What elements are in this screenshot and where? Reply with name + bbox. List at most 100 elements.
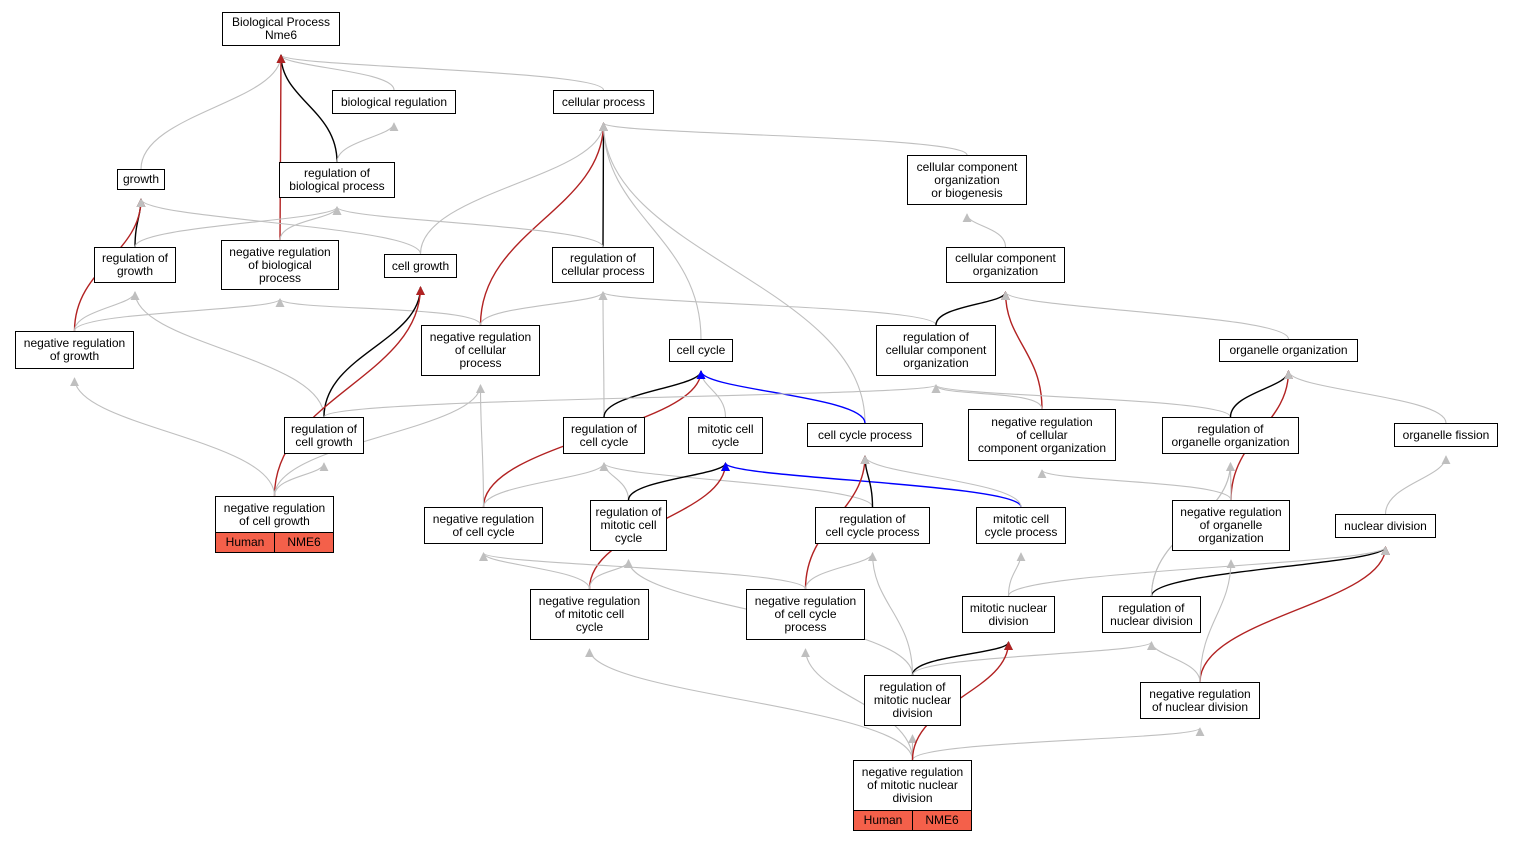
- go-term-regulation-of-nuclear-division[interactable]: regulation of nuclear division: [1102, 596, 1201, 633]
- edge-is_a: [801, 648, 914, 761]
- go-term-negative-regulation-of-mitotic-nuclear-division[interactable]: negative regulation of mitotic nuclear d…: [853, 760, 972, 811]
- go-term-negative-regulation-of-organelle-organization[interactable]: negative regulation of organelle organiz…: [1172, 500, 1290, 551]
- go-term-regulation-of-cellular-component-org[interactable]: regulation of cellular component organiz…: [876, 325, 996, 376]
- edge-negatively_regulates: [1199, 546, 1390, 683]
- edge-is_a: [868, 552, 914, 676]
- edge-is_a: [1384, 455, 1451, 515]
- edge-is_a: [276, 54, 395, 91]
- edge-is_a: [332, 206, 604, 248]
- go-term-regulation-of-mitotic-nuclear-division[interactable]: regulation of mitotic nuclear division: [864, 675, 961, 726]
- go-term-cell-cycle-process[interactable]: cell cycle process: [807, 423, 923, 447]
- go-term-negative-regulation-of-nuclear-division[interactable]: negative regulation of nuclear division: [1140, 682, 1260, 719]
- edge-is_a: [804, 552, 877, 590]
- go-term-negative-regulation-of-growth[interactable]: negative regulation of growth: [15, 331, 134, 369]
- edge-is_a: [73, 298, 285, 332]
- species-cell[interactable]: Human: [215, 532, 275, 553]
- edge-negatively_regulates: [479, 122, 608, 326]
- go-term-regulation-of-cell-growth[interactable]: regulation of cell growth: [284, 417, 364, 454]
- edge-is_a: [599, 462, 874, 508]
- edge-is_a: [479, 291, 608, 326]
- go-term-regulation-of-biological-process[interactable]: regulation of biological process: [279, 162, 395, 198]
- go-term-negative-regulation-of-cell-cycle-process[interactable]: negative regulation of cell cycle proces…: [746, 589, 865, 640]
- edge-part_of: [935, 291, 1010, 326]
- edge-is_a: [1007, 552, 1026, 597]
- edge-is_a: [931, 384, 1043, 410]
- edge-is_a: [599, 122, 702, 340]
- edge-is_a: [931, 384, 1232, 418]
- go-term-cell-growth[interactable]: cell growth: [384, 254, 457, 278]
- go-term-cellular-component-organization[interactable]: cellular component organization: [946, 247, 1065, 283]
- edge-is_a: [911, 727, 1205, 761]
- go-term-organelle-organization[interactable]: organelle organization: [1219, 339, 1358, 362]
- edge-is_a: [323, 384, 941, 418]
- edge-is_a: [696, 370, 727, 418]
- edge-part_of: [323, 286, 425, 418]
- go-term-cellular-process[interactable]: cellular process: [553, 90, 654, 114]
- go-term-growth[interactable]: growth: [117, 169, 165, 190]
- go-term-negative-regulation-of-cell-cycle[interactable]: negative regulation of cell cycle: [424, 507, 543, 544]
- edge-part_of: [1150, 546, 1390, 597]
- go-term-regulation-of-cell-cycle[interactable]: regulation of cell cycle: [563, 417, 645, 454]
- edge-is_a: [860, 455, 1022, 508]
- go-term-negative-regulation-of-cellular-component-org[interactable]: negative regulation of cellular componen…: [968, 409, 1116, 461]
- go-term-mitotic-cell-cycle-process[interactable]: mitotic cell cycle process: [976, 507, 1066, 544]
- edge-is_a: [1199, 559, 1236, 683]
- edge-regulates: [721, 462, 1022, 508]
- edge-is_a: [130, 291, 325, 418]
- go-term-negative-regulation-of-cellular-process[interactable]: negative regulation of cellular process: [421, 325, 540, 376]
- go-term-regulation-of-cell-cycle-process[interactable]: regulation of cell cycle process: [815, 507, 930, 544]
- go-term-root[interactable]: Biological Process Nme6: [222, 12, 340, 46]
- go-term-regulation-of-cellular-process[interactable]: regulation of cellular process: [552, 247, 654, 283]
- go-term-cellular-component-org-or-biogenesis[interactable]: cellular component organization or bioge…: [907, 155, 1027, 205]
- go-term-biological-regulation[interactable]: biological regulation: [332, 90, 456, 114]
- edge-is_a: [134, 206, 342, 248]
- go-term-cell-cycle[interactable]: cell cycle: [669, 339, 733, 362]
- edge-is_a: [479, 552, 591, 590]
- edge-is_a: [419, 122, 608, 255]
- edge-is_a: [276, 54, 605, 91]
- go-term-regulation-of-growth[interactable]: regulation of growth: [94, 247, 176, 283]
- edge-is_a: [599, 122, 866, 424]
- edge-part_of: [603, 370, 706, 418]
- edge-is_a: [73, 291, 140, 332]
- edge-is_a: [911, 641, 1156, 676]
- edge-is_a: [275, 298, 482, 326]
- edge-is_a: [479, 552, 807, 590]
- edge-is_a: [599, 122, 968, 156]
- go-term-mitotic-cell-cycle[interactable]: mitotic cell cycle: [688, 417, 763, 454]
- edge-is_a: [598, 291, 937, 326]
- go-term-negative-regulation-of-mitotic-cell-cycle[interactable]: negative regulation of mitotic cell cycl…: [530, 589, 649, 640]
- go-term-nuclear-division[interactable]: nuclear division: [1335, 514, 1436, 538]
- gene-symbol-cell[interactable]: NME6: [913, 810, 972, 831]
- go-term-negative-regulation-of-cell-growth[interactable]: negative regulation of cell growth: [215, 496, 334, 533]
- edge-is_a: [1007, 546, 1390, 597]
- edge-negatively_regulates: [276, 54, 286, 241]
- edge-part_of: [1229, 370, 1293, 418]
- go-term-negative-regulation-of-biological-process[interactable]: negative regulation of biological proces…: [221, 240, 339, 290]
- edge-is_a: [336, 122, 399, 163]
- edge-is_a: [1147, 641, 1201, 683]
- edge-is_a: [1001, 291, 1290, 340]
- edge-is_a: [482, 462, 609, 508]
- edge-is_a: [588, 559, 633, 590]
- edge-is_a: [476, 384, 486, 508]
- go-term-regulation-of-mitotic-cell-cycle[interactable]: regulation of mitotic cell cycle: [590, 500, 667, 551]
- gene-symbol-cell[interactable]: NME6: [275, 532, 334, 553]
- edge-part_of: [276, 54, 338, 163]
- edge-negatively_regulates: [273, 286, 425, 497]
- edge-is_a: [1037, 469, 1232, 501]
- species-cell[interactable]: Human: [853, 810, 913, 831]
- edge-is_a: [70, 377, 276, 497]
- go-term-organelle-fission[interactable]: organelle fission: [1394, 423, 1498, 447]
- edge-is_a: [1284, 370, 1447, 424]
- go-term-mitotic-nuclear-division[interactable]: mitotic nuclear division: [962, 596, 1055, 633]
- go-term-regulation-of-organelle-organization[interactable]: regulation of organelle organization: [1162, 417, 1299, 454]
- edge-is_a: [273, 462, 329, 497]
- edge-part_of: [598, 122, 608, 248]
- edge-is_a: [585, 648, 914, 761]
- edge-part_of: [627, 462, 730, 501]
